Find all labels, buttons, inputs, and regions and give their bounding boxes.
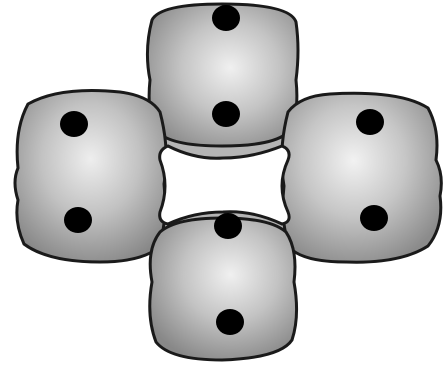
right-lobe-lower-spot <box>360 205 388 231</box>
top-lobe-lower-spot <box>212 101 240 127</box>
left-lobe-lower-spot <box>64 207 92 233</box>
top-lobe-upper-spot <box>212 5 240 31</box>
bottom-lobe <box>150 218 297 360</box>
bottom-lobe-upper-spot <box>214 213 242 239</box>
left-lobe-upper-spot <box>60 111 88 137</box>
left-lobe <box>15 91 166 263</box>
central-hole <box>160 146 289 224</box>
bottom-lobe-lower-spot <box>216 309 244 335</box>
right-lobe-upper-spot <box>356 109 384 135</box>
